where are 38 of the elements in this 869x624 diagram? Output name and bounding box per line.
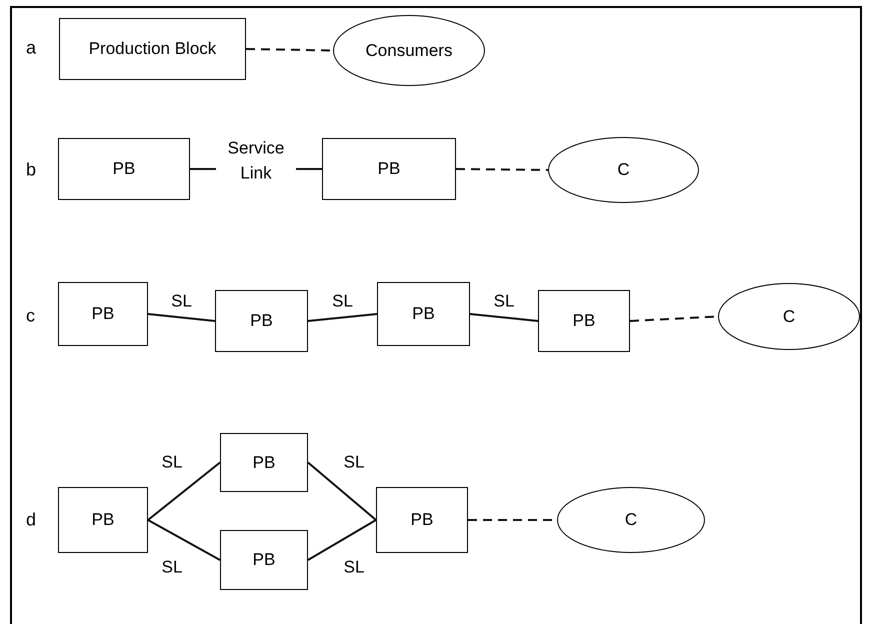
row-letter: d <box>26 508 36 532</box>
production-block-box <box>59 18 246 80</box>
connector-line <box>308 519 376 561</box>
production-block-box <box>322 138 456 200</box>
node-text: PB <box>572 310 596 332</box>
node-text: C <box>617 159 630 181</box>
node-text: C <box>782 306 796 328</box>
node-text: C <box>624 509 638 531</box>
production-block-box <box>220 530 308 590</box>
production-block-box <box>215 290 308 352</box>
connector-line <box>470 313 538 322</box>
node-text: PB <box>92 509 114 531</box>
connector-line <box>148 313 216 322</box>
node-text: PB <box>252 452 276 474</box>
connector-line <box>307 462 377 521</box>
row-letter: c <box>26 304 35 328</box>
connector-line <box>308 313 378 322</box>
dashed-connector <box>456 168 548 171</box>
node-text: PB <box>378 158 400 180</box>
connector-line <box>147 462 221 521</box>
node-text: PB <box>410 509 434 531</box>
production-block-box <box>376 487 468 553</box>
node-text: PB <box>112 158 136 180</box>
production-block-box <box>58 138 190 200</box>
node-text: Production Block <box>88 38 216 60</box>
node-text: PB <box>92 303 114 325</box>
node-text: Consumers <box>366 40 452 62</box>
row-letter: a <box>26 36 36 60</box>
production-block-box <box>377 282 470 346</box>
production-block-box <box>538 290 630 352</box>
connector-line <box>148 519 220 561</box>
production-block-box <box>58 487 148 553</box>
production-block-box <box>58 282 148 346</box>
node-text: PB <box>412 303 435 325</box>
production-block-box <box>220 433 308 492</box>
node-text: PB <box>250 310 273 332</box>
node-text: PB <box>252 549 276 571</box>
row-letter: b <box>26 158 36 182</box>
